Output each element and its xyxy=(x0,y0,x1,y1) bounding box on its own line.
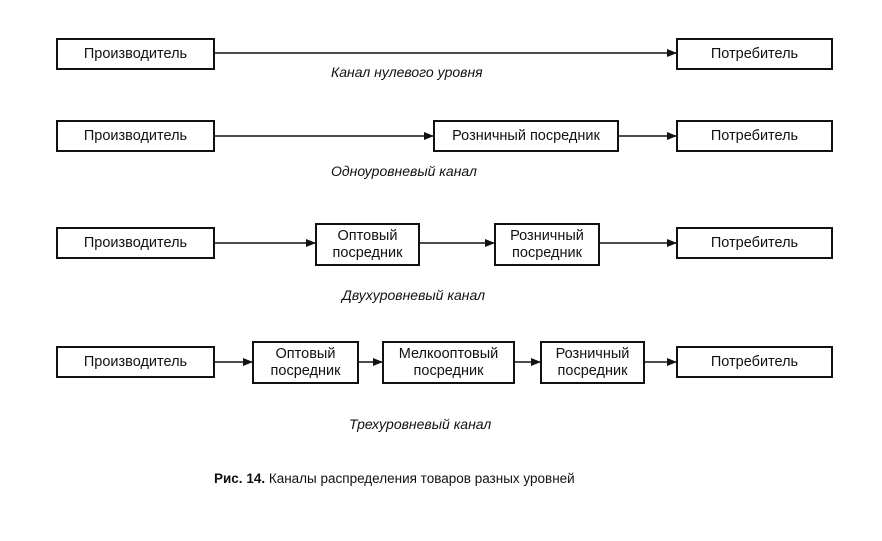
figure-caption-text: Каналы распределения товаров разных уров… xyxy=(265,471,575,486)
node-label: Мелкооптовый посредник xyxy=(398,345,499,379)
node-producer: Производитель xyxy=(56,120,215,152)
channel-caption-two-level: Двухуровневый канал xyxy=(342,287,485,303)
node-retail-intermediary: Розничный посредник xyxy=(540,341,645,384)
node-retail-intermediary: Розничный посредник xyxy=(433,120,619,152)
node-wholesale-intermediary: Оптовый посредник xyxy=(315,223,420,266)
channel-caption-three-level: Трехуровневый канал xyxy=(349,416,492,432)
node-consumer: Потребитель xyxy=(676,346,833,378)
node-label: Розничный посредник xyxy=(452,127,600,144)
node-wholesale-intermediary: Оптовый посредник xyxy=(252,341,359,384)
node-label: Розничный посредник xyxy=(555,345,630,379)
node-retail-intermediary: Розничный посредник xyxy=(494,223,600,266)
node-label: Оптовый посредник xyxy=(270,345,341,379)
node-producer: Производитель xyxy=(56,227,215,259)
node-label: Потребитель xyxy=(710,234,799,251)
node-label: Производитель xyxy=(83,127,188,144)
node-label: Оптовый посредник xyxy=(332,227,403,261)
figure-label: Рис. 14. xyxy=(214,471,266,486)
node-label: Потребитель xyxy=(710,45,799,62)
node-label: Потребитель xyxy=(710,353,799,370)
node-consumer: Потребитель xyxy=(676,227,833,259)
node-producer: Производитель xyxy=(56,346,215,378)
node-consumer: Потребитель xyxy=(676,38,833,70)
node-label: Потребитель xyxy=(710,127,799,144)
node-label: Производитель xyxy=(83,234,188,251)
node-label: Производитель xyxy=(83,45,188,62)
page-number: 33 xyxy=(0,500,1,514)
figure-caption: Рис. 14. Каналы распределения товаров ра… xyxy=(214,471,575,486)
channel-caption-zero-level: Канал нулевого уровня xyxy=(331,64,483,80)
channel-caption-one-level: Одноуровневый канал xyxy=(331,163,477,179)
node-producer: Производитель xyxy=(56,38,215,70)
node-small-wholesale-intermediary: Мелкооптовый посредник xyxy=(382,341,515,384)
node-label: Производитель xyxy=(83,353,188,370)
node-label: Розничный посредник xyxy=(510,227,584,261)
node-consumer: Потребитель xyxy=(676,120,833,152)
